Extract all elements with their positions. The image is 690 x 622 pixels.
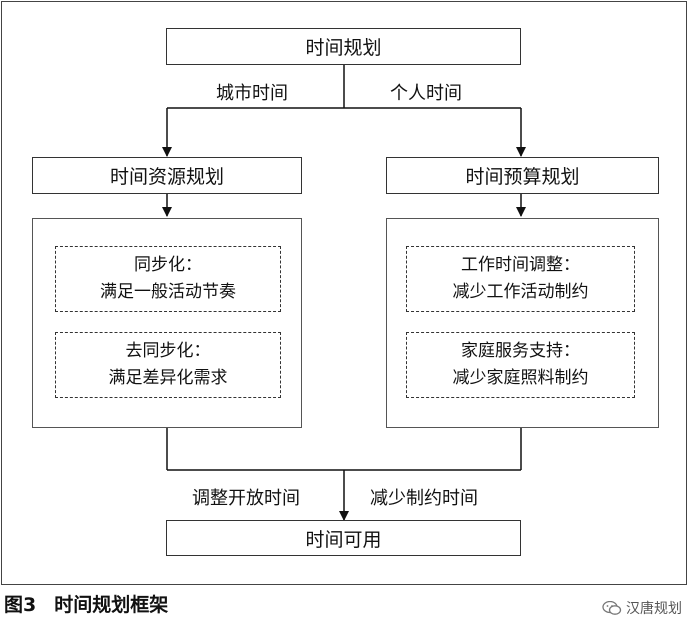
left-item: 同步化： 满足一般活动节奏 [55, 246, 281, 312]
item-line1: 去同步化： [125, 341, 211, 361]
item-line2: 减少工作活动制约 [452, 282, 589, 302]
top-box: 时间规划 [166, 28, 521, 65]
item-line2: 减少家庭照料制约 [452, 368, 589, 388]
watermark-text: 汉唐规划 [626, 601, 682, 617]
left-item: 去同步化： 满足差异化需求 [55, 332, 281, 398]
right-box: 时间预算规划 [386, 157, 659, 194]
item-line2: 满足一般活动节奏 [100, 282, 236, 302]
item-line1: 家庭服务支持： [461, 341, 580, 361]
wechat-icon [602, 601, 622, 615]
merge-left-label: 调整开放时间 [192, 488, 300, 509]
merge-right-label: 减少制约时间 [370, 488, 478, 509]
caption-title: 时间规划框架 [54, 594, 169, 616]
right-item: 家庭服务支持： 减少家庭照料制约 [406, 332, 635, 398]
figure-caption: 图3 时间规划框架 [4, 590, 168, 617]
branch-left-label: 城市时间 [216, 83, 288, 104]
left-box: 时间资源规划 [32, 157, 302, 194]
branch-right-label: 个人时间 [390, 83, 462, 104]
right-item: 工作时间调整： 减少工作活动制约 [406, 246, 635, 312]
item-line2: 满足差异化需求 [108, 368, 228, 388]
watermark: 汉唐规划 [602, 598, 682, 618]
diagram-frame [1, 1, 687, 585]
caption-number: 图3 [4, 594, 37, 616]
item-line1: 工作时间调整： [461, 255, 580, 275]
bottom-box: 时间可用 [166, 520, 521, 556]
item-line1: 同步化： [134, 255, 202, 275]
